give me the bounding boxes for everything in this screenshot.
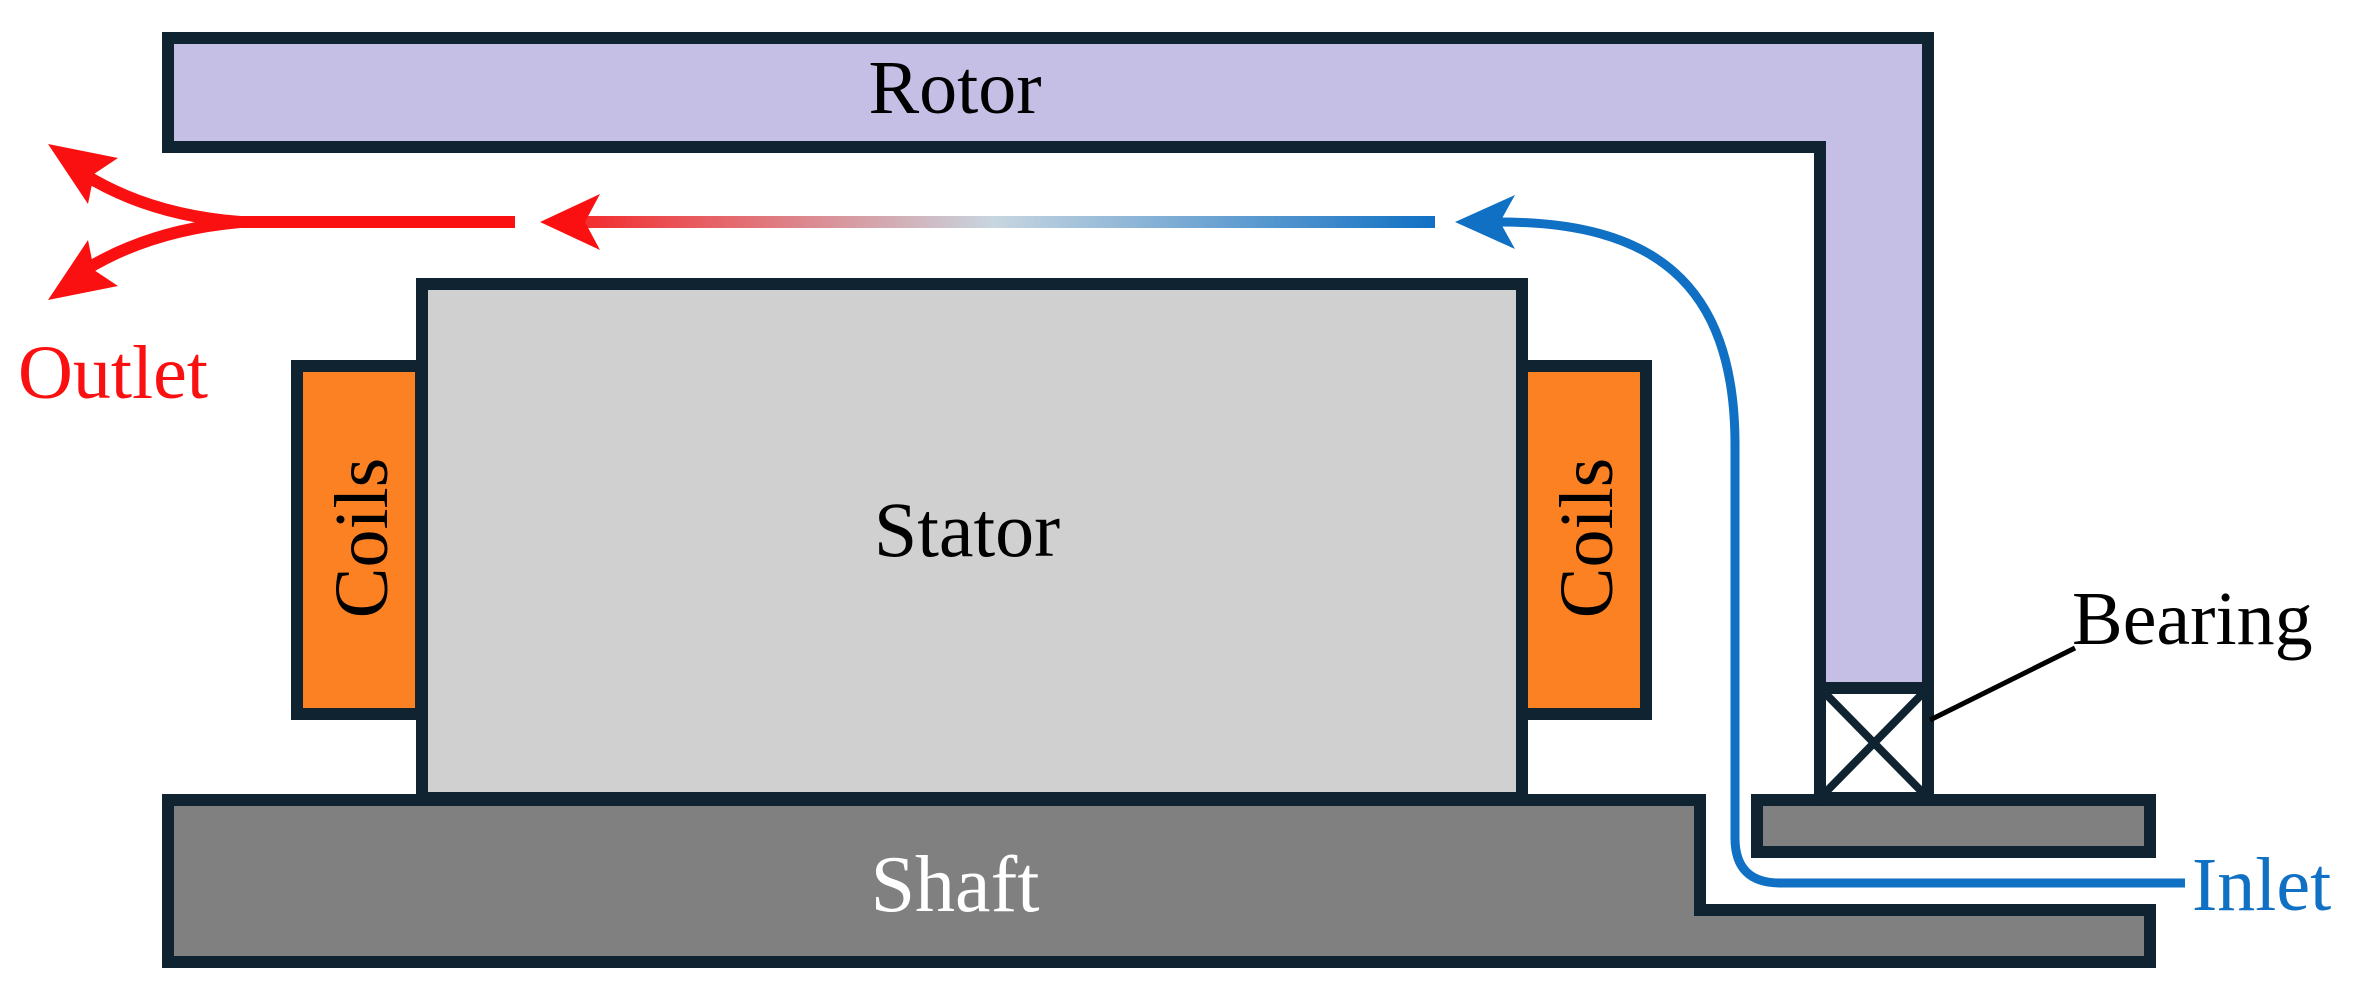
bearing-label: Bearing	[2072, 577, 2313, 661]
inlet-label: Inlet	[2192, 843, 2331, 927]
outlet-arrowhead-upper	[48, 144, 118, 204]
inlet-flow-line	[1499, 217, 2185, 888]
shaft-label: Shaft	[871, 841, 1040, 929]
rotor-label: Rotor	[868, 46, 1041, 130]
shaft	[162, 794, 2156, 968]
stator-label: Stator	[874, 486, 1060, 573]
gap-flow-arrowhead	[540, 194, 600, 250]
bearing	[1814, 682, 1934, 804]
outlet-branch-upper	[79, 169, 246, 228]
outlet-arrowhead-lower	[48, 240, 118, 300]
outlet-branch-lower	[79, 216, 246, 276]
bearing-leader-line	[1928, 645, 2077, 723]
bearing-seat	[1751, 794, 2156, 858]
coils-right	[1516, 360, 1652, 720]
coils-left	[291, 360, 427, 720]
outlet-label: Outlet	[18, 331, 208, 415]
inlet-arrowhead	[1455, 195, 1515, 249]
coils-left-label: Coils	[320, 458, 404, 619]
coils-right-label: Coils	[1545, 458, 1629, 619]
